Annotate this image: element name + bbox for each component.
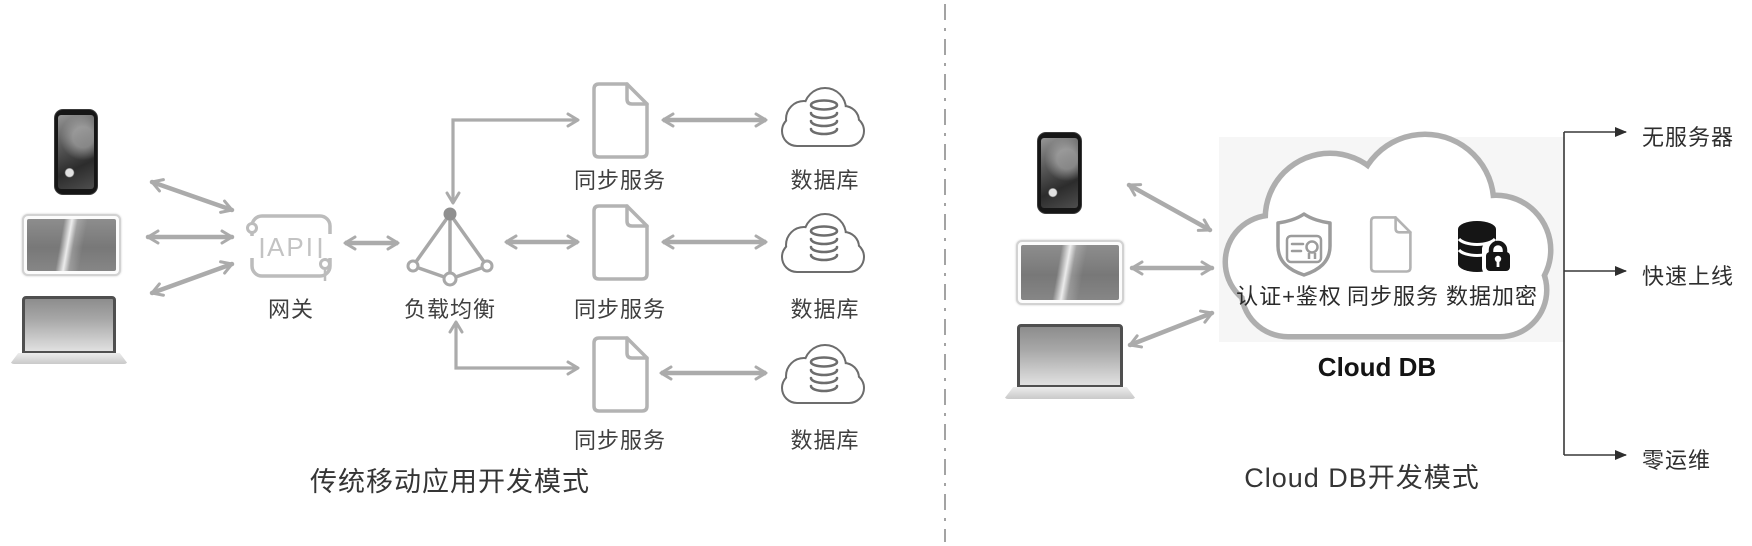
sync-service-icon-1 <box>592 82 649 159</box>
left-tablet-device <box>22 214 121 276</box>
sync-service-label-1: 同步服务 <box>573 168 667 193</box>
loadbalancer-sync3-elbow-arrow <box>448 320 580 376</box>
right-tablet-device <box>1016 240 1124 305</box>
left-tablet-screen <box>27 219 116 271</box>
database-cloud-icon-2 <box>781 213 865 273</box>
sync-feature-label: 同步服务 <box>1346 284 1440 309</box>
sync-service-icon-3 <box>592 336 649 413</box>
right-smartphone-screen <box>1041 138 1078 208</box>
database-cloud-icon-3 <box>781 344 865 404</box>
gateway-label: 网关 <box>267 297 315 322</box>
load-balancer-icon <box>406 207 494 287</box>
database-label-3: 数据库 <box>790 428 860 453</box>
right-tablet-screen <box>1021 245 1119 300</box>
auth-feature-label: 认证+鉴权 <box>1236 284 1342 309</box>
sync-database-arrows <box>659 112 768 381</box>
right-laptop-base <box>1004 387 1136 399</box>
left-diagram-title: 传统移动应用开发模式 <box>310 467 590 497</box>
left-device-gateway-arrows <box>145 178 235 297</box>
sync-service-icon-2 <box>592 204 649 281</box>
right-smartphone-device <box>1038 133 1081 213</box>
benefit-zero-ops-label: 零运维 <box>1642 448 1712 473</box>
left-laptop-base <box>10 353 128 364</box>
left-laptop-screen <box>22 296 116 354</box>
cloud-db-label: Cloud DB <box>1317 352 1437 382</box>
benefit-serverless-label: 无服务器 <box>1642 125 1735 150</box>
database-cloud-icon-1 <box>781 87 865 147</box>
right-diagram-title: Cloud DB开发模式 <box>1244 463 1480 493</box>
shield-certificate-icon <box>1276 212 1332 277</box>
database-lock-icon <box>1457 221 1514 274</box>
sync-service-label-2: 同步服务 <box>573 297 667 322</box>
left-smartphone-device <box>55 110 97 194</box>
load-balancer-label: 负载均衡 <box>403 297 497 322</box>
right-laptop-screen <box>1017 324 1123 388</box>
encryption-feature-label: 数据加密 <box>1445 284 1539 309</box>
left-laptop-device <box>10 296 128 364</box>
api-gateway-icon: API <box>245 214 337 281</box>
benefits-bracket <box>1563 127 1627 460</box>
cloud-sync-document-icon <box>1369 216 1412 273</box>
database-label-1: 数据库 <box>790 168 860 193</box>
right-device-cloud-arrows <box>1126 182 1215 349</box>
sync-service-label-3: 同步服务 <box>573 428 667 453</box>
left-smartphone-screen <box>58 115 94 189</box>
benefit-fast-launch-label: 快速上线 <box>1642 264 1735 289</box>
database-label-2: 数据库 <box>790 297 860 322</box>
right-laptop-device <box>1004 324 1136 399</box>
loadbalancer-sync1-elbow-arrow <box>445 112 580 205</box>
api-gateway-text: API <box>267 232 315 262</box>
